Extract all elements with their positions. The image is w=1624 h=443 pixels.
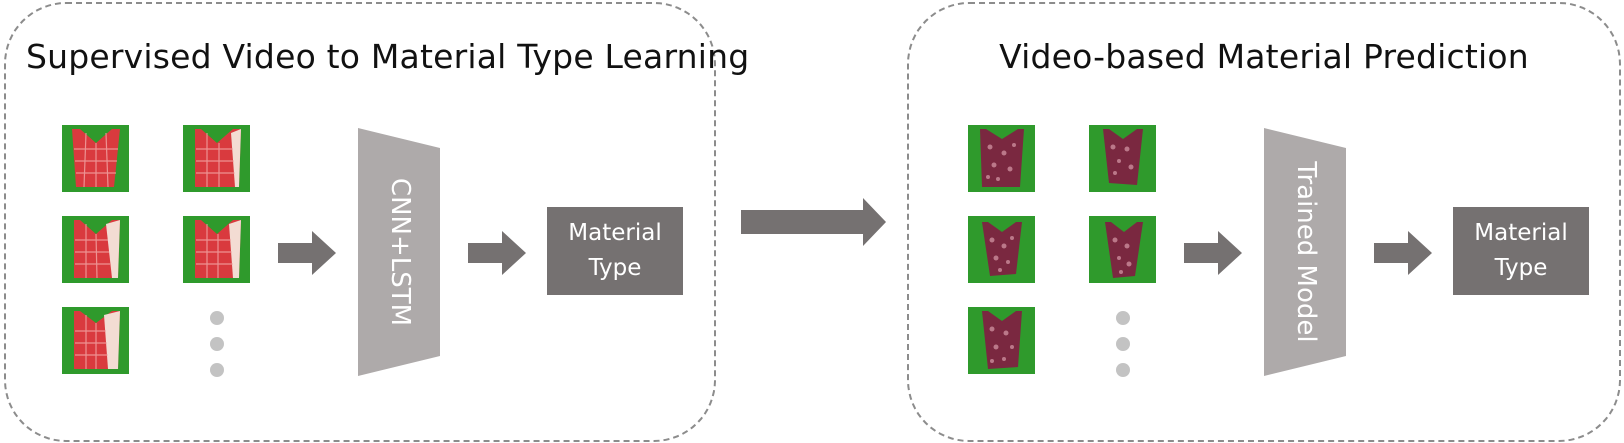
material-type-output: Material Type xyxy=(547,207,683,295)
training-to-prediction-arrow xyxy=(741,198,887,246)
output-line-2: Type xyxy=(1494,255,1548,281)
material-type-output: Material Type xyxy=(1453,207,1589,295)
model-to-output-arrow xyxy=(468,231,528,275)
cnn-lstm-model: CNN+LSTM xyxy=(358,128,442,376)
prediction-panel-title: Video-based Material Prediction xyxy=(999,37,1529,76)
output-line-1: Material xyxy=(568,220,662,246)
output-line-2: Type xyxy=(588,255,642,281)
video-frame xyxy=(62,307,129,374)
ellipsis-dot xyxy=(210,363,224,377)
model-to-output-arrow xyxy=(1374,231,1434,275)
video-frame xyxy=(1089,125,1156,192)
frames-to-model-arrow xyxy=(278,231,338,275)
output-line-1: Material xyxy=(1474,220,1568,246)
prediction-panel: Video-based Material Prediction Trained … xyxy=(907,2,1621,442)
training-panel-title: Supervised Video to Material Type Learni… xyxy=(26,37,750,76)
video-frame xyxy=(183,216,250,283)
frames-to-model-arrow xyxy=(1184,231,1244,275)
video-frame xyxy=(968,125,1035,192)
ellipsis-dot xyxy=(210,311,224,325)
ellipsis-dot xyxy=(1116,337,1130,351)
video-frame xyxy=(1089,216,1156,283)
ellipsis-dot xyxy=(1116,363,1130,377)
model-label: CNN+LSTM xyxy=(385,177,415,327)
video-frame xyxy=(62,125,129,192)
video-frame xyxy=(183,125,250,192)
training-panel: Supervised Video to Material Type Learni… xyxy=(4,2,749,442)
ellipsis-dot xyxy=(1116,311,1130,325)
trained-model: Trained Model xyxy=(1264,128,1348,376)
model-label: Trained Model xyxy=(1291,161,1321,343)
video-frame xyxy=(62,216,129,283)
ellipsis-dot xyxy=(210,337,224,351)
video-frame xyxy=(968,307,1035,374)
video-frame xyxy=(968,216,1035,283)
